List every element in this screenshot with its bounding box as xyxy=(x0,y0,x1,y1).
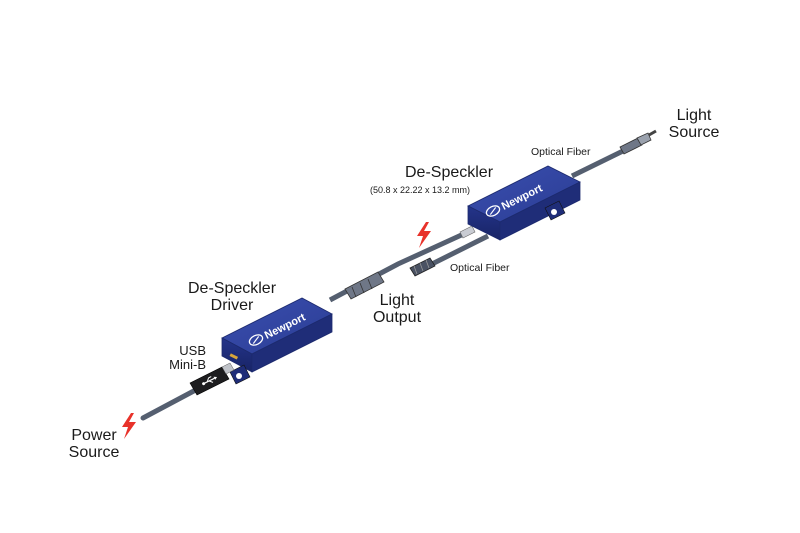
light-source-label-line2: Source xyxy=(668,123,720,141)
driver-housing: Newport xyxy=(221,297,333,385)
light-source-connector xyxy=(619,129,657,155)
power-source-label: Power Source xyxy=(62,427,126,462)
optical-fiber-top-label: Optical Fiber xyxy=(531,146,591,158)
lightning-bolt-icon xyxy=(417,222,431,248)
driver-label: De-Speckler Driver xyxy=(184,280,280,315)
usb-port xyxy=(229,353,239,360)
power-source-label-line1: Power xyxy=(71,427,117,444)
fiber-input-tip xyxy=(459,225,476,239)
light-output-label-line1: Light xyxy=(379,292,415,309)
despeckler-title: De-Speckler xyxy=(405,164,494,181)
light-output-connector xyxy=(344,271,385,300)
light-source-label-line1: Light xyxy=(676,107,712,124)
usb-icon xyxy=(202,376,218,386)
driver-label-line1: De-Speckler xyxy=(187,280,277,297)
despeckler-dimensions: (50.8 x 22.22 x 13.2 mm) xyxy=(370,185,471,195)
light-output-label-line2: Output xyxy=(372,308,422,326)
usb-label-line1: USB xyxy=(179,343,206,358)
optical-fiber-input xyxy=(570,147,627,179)
light-source-label: Light Source xyxy=(668,107,720,142)
usb-label-line2: Mini-B xyxy=(169,356,206,372)
optical-fiber-bottom-label: Optical Fiber xyxy=(450,262,510,274)
light-output-label: Light Output xyxy=(367,292,427,327)
despeckler-housing: Newport xyxy=(467,165,581,241)
driver-label-line2: Driver xyxy=(210,296,254,314)
usb-label: USB Mini-B xyxy=(156,344,206,371)
usb-plug xyxy=(189,362,235,396)
power-source-label-line2: Source xyxy=(68,443,120,461)
lightning-bolt-icon xyxy=(122,413,136,439)
fiber-output-connector xyxy=(409,257,436,277)
